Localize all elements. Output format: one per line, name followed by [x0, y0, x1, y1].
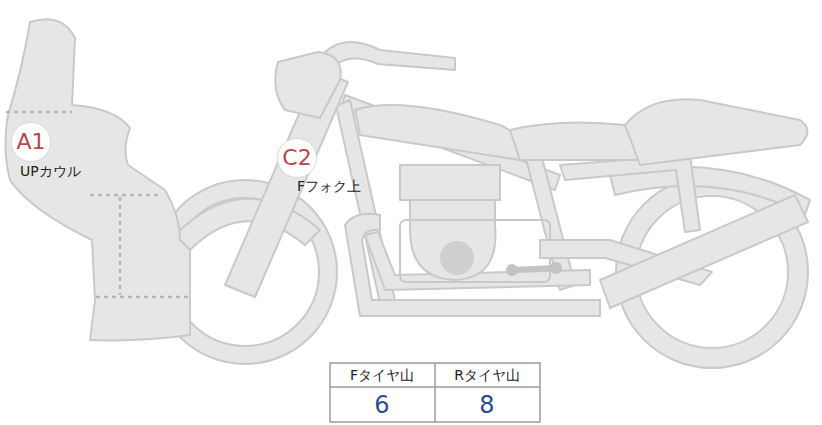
- seat-front: [510, 122, 640, 160]
- engine-cover: [440, 241, 474, 275]
- part-name: UPカウル: [20, 164, 81, 179]
- shift-pivot: [550, 262, 562, 274]
- cowl-dividers: [6, 112, 188, 297]
- engine-head: [400, 165, 500, 200]
- callout-circle: A1: [11, 122, 50, 161]
- subframe: [560, 155, 700, 232]
- engine-mount: [400, 220, 550, 282]
- engine-case: [410, 200, 496, 280]
- table-value: 6: [374, 393, 389, 417]
- tyre-table: [330, 363, 540, 422]
- shift-rod: [512, 268, 556, 270]
- upper-cowl: [5, 19, 190, 340]
- shift-pivot: [506, 264, 518, 276]
- part-name: Fフォク上: [297, 179, 361, 194]
- headlight: [275, 52, 341, 118]
- muffler: [600, 195, 808, 308]
- table-value: 8: [479, 393, 494, 417]
- table-header: Fタイヤ山: [350, 368, 414, 382]
- seat-rear: [625, 99, 808, 165]
- table-header: Rタイヤ山: [454, 368, 520, 382]
- callout-circle: C2: [277, 138, 316, 177]
- callout-number: C2: [282, 147, 311, 169]
- callout-number: A1: [16, 131, 45, 153]
- fuel-tank: [355, 105, 521, 160]
